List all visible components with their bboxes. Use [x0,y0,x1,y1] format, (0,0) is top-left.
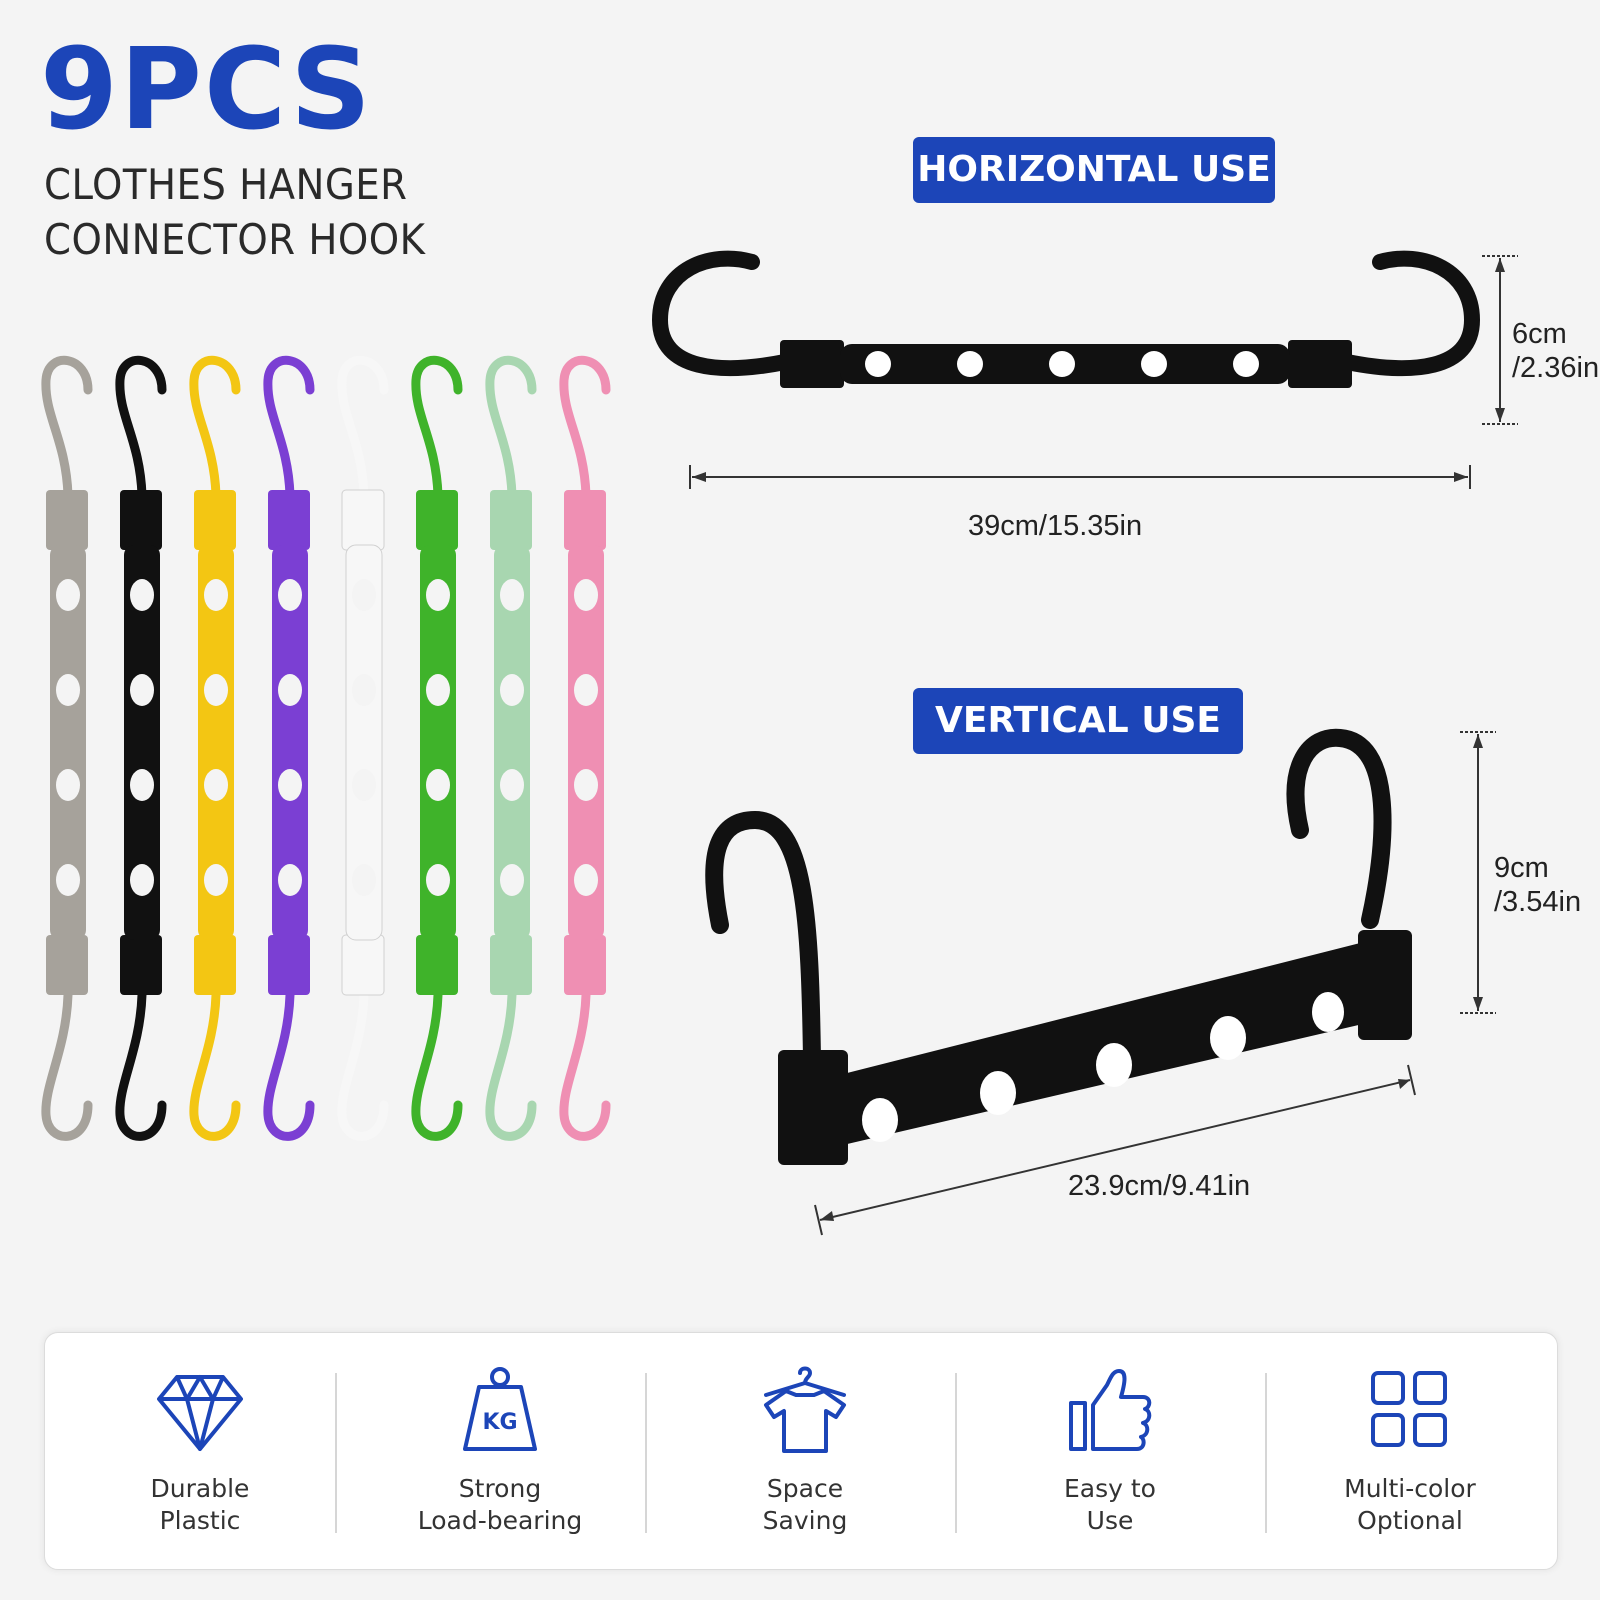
connector-hook [485,355,537,1141]
horizontal-length-label: 39cm/15.35in [968,510,1143,542]
vertical-hook-diagram [705,728,1412,1165]
feature-label-line2: Load-bearing [417,1506,583,1535]
vertical-height-in: /3.54in [1494,886,1582,918]
feature-label-line2: Saving [762,1506,848,1535]
vertical-height-cm: 9cm [1494,852,1549,884]
feature-label-line1: Easy to [1064,1474,1156,1503]
colored-hooks-row [30,345,630,1215]
product-title: 9PCS [40,25,373,155]
feature-label-line1: Durable [150,1474,250,1503]
hanger-hole [1096,1043,1132,1087]
left-end-clip [778,1050,848,1165]
connector-hook [115,355,167,1141]
hanger-hole [1141,351,1167,377]
feature-multi-color: Multi-color Optional [1255,1333,1565,1569]
horizontal-height-in: /2.36in [1512,352,1600,384]
weight-kg-icon: KG [463,1367,537,1451]
feature-divider [955,1373,957,1533]
vertical-use-badge: VERTICAL USE [913,688,1243,754]
connector-hook [559,355,611,1141]
hanger-bar [780,940,1380,1155]
feature-label-line1: Space [766,1474,844,1503]
vertical-height-dimension-line [1460,731,1496,1014]
feature-label-line2: Use [1086,1506,1134,1535]
weight-icon-text: KG [482,1410,517,1435]
left-hook-curve [651,250,793,377]
feature-easy-to-use: Easy to Use [955,1333,1265,1569]
vertical-length-dimension-line [814,1064,1416,1236]
feature-strong: KG Strong Load-bearing [345,1333,655,1569]
feature-panel: Durable Plastic KG Strong Load-bearing S… [44,1332,1558,1570]
left-end-clip [780,340,844,388]
product-subtitle-line2: CONNECTOR HOOK [44,215,426,264]
connector-hook [337,355,389,1141]
tshirt-hanger-icon [764,1366,846,1453]
feature-durable: Durable Plastic [45,1333,355,1569]
hanger-hole [1233,351,1259,377]
feature-divider [335,1373,337,1533]
right-hook-curve [1286,728,1392,929]
right-end-clip [1358,930,1412,1040]
right-hook-curve [1339,250,1481,377]
horizontal-use-badge: HORIZONTAL USE [913,137,1275,203]
feature-divider [1265,1373,1267,1533]
hanger-hole [1312,992,1344,1032]
hanger-hole [865,351,891,377]
grid-icon [1371,1371,1447,1447]
connector-hook [41,355,93,1141]
feature-divider [645,1373,647,1533]
connector-hook [189,355,241,1141]
diamond-icon [157,1375,243,1451]
connector-hook [263,355,315,1141]
hanger-hole [957,351,983,377]
feature-label-line1: Multi-color [1344,1474,1476,1503]
connector-hook [411,355,463,1141]
left-hook-curve [705,810,821,1069]
hanger-hole [862,1098,898,1142]
thumbs-up-icon [1069,1369,1152,1451]
horizontal-length-dimension-line [689,465,1471,489]
feature-label-line2: Optional [1357,1506,1463,1535]
hanger-hole [980,1071,1016,1115]
vertical-length-label: 23.9cm/9.41in [1068,1170,1251,1202]
feature-label-line2: Plastic [159,1506,241,1535]
hanger-hole [1210,1016,1246,1060]
hanger-hole [1049,351,1075,377]
horizontal-height-cm: 6cm [1512,318,1567,350]
right-end-clip [1288,340,1352,388]
horizontal-hook-diagram [651,250,1481,388]
feature-label-line1: Strong [458,1474,542,1503]
product-subtitle-line1: CLOTHES HANGER [44,160,408,209]
horizontal-height-dimension-line [1482,255,1518,425]
feature-space-saving: Space Saving [650,1333,960,1569]
